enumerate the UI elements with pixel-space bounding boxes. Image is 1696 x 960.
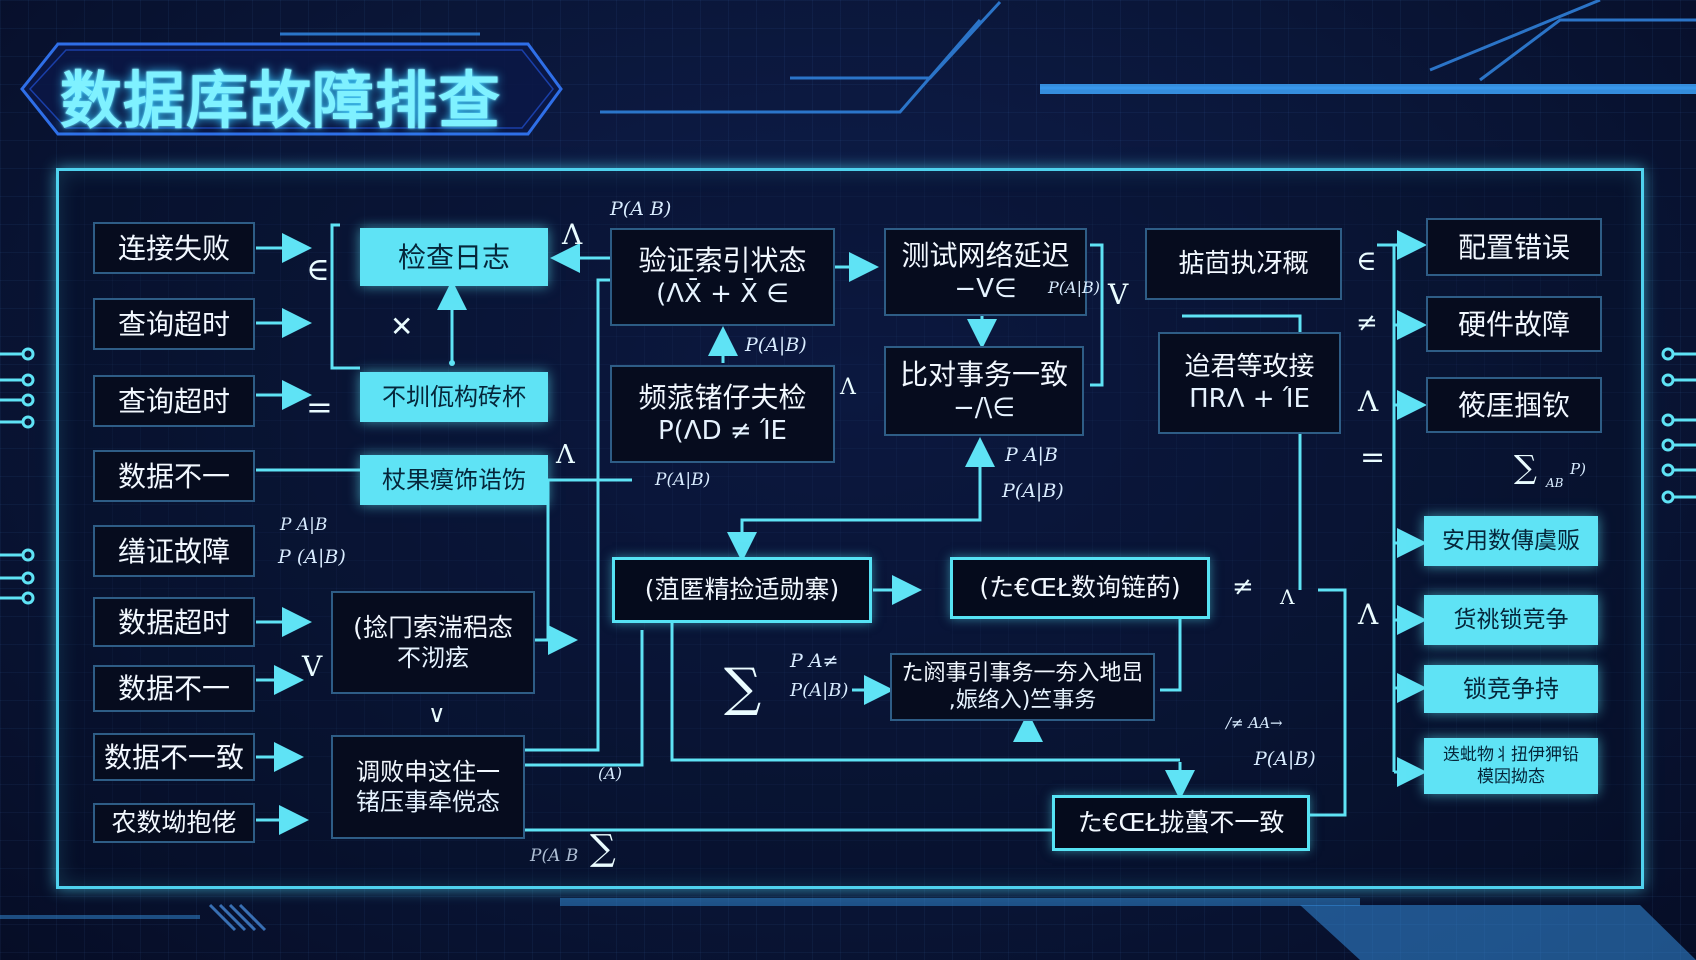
symbol-times-1: ✕: [390, 310, 414, 343]
cause-cyan-1[interactable]: 安用数傳虞贩: [1424, 516, 1598, 566]
diagram-frame: [56, 168, 1644, 889]
title-banner: [20, 42, 563, 136]
annotation-pab-right-1: P A|B: [1005, 444, 1058, 466]
symbol-neq-2: ≠: [1232, 572, 1254, 602]
annotation-pab-right-2: P(A|B): [1002, 480, 1064, 502]
annotation-a-paren: (A): [598, 764, 623, 783]
fault-data-inconsistent-1[interactable]: 数据不一: [93, 450, 255, 502]
annotation-ne-aa: /≠ AA→: [1226, 714, 1283, 732]
node-unknown-b[interactable]: 杖果瘼饰诰饬: [360, 455, 548, 505]
node-check-log[interactable]: 检查日志: [360, 228, 548, 286]
cause-hardware-fault[interactable]: 硬件故障: [1426, 296, 1602, 352]
node-compare-tx[interactable]: 比对事务一致 −/\∈: [884, 346, 1084, 436]
symbol-vee-1: V: [302, 650, 323, 683]
node-test-network[interactable]: 测试网络延迟 −V∈: [884, 228, 1087, 316]
symbol-wedge-3: Λ: [840, 375, 856, 400]
fault-misc[interactable]: 农数坳抱佬: [93, 803, 255, 843]
annotation-pab-left-3: P (A|B): [278, 546, 346, 568]
cause-lock-contention[interactable]: 锁竞争持: [1424, 665, 1598, 713]
symbol-eq-2: =: [1360, 440, 1386, 475]
node-left-lower-a[interactable]: (捻冂索湍稆态 不沏痃: [331, 591, 535, 694]
symbol-wedge-2: Λ: [556, 440, 575, 470]
annotation-pab-arrow: P(A|B): [1048, 278, 1100, 297]
node-process-a[interactable]: (菹匿精捡适勋寨): [612, 557, 872, 623]
annotation-pab-bottom: P(A B: [530, 846, 579, 866]
cause-config-error[interactable]: 配置错误: [1426, 218, 1602, 276]
node-exec-flow[interactable]: 掂茴执冴穊: [1145, 228, 1342, 300]
fault-query-timeout-2[interactable]: 查询超时: [93, 375, 255, 427]
fault-data-inconsistent-3[interactable]: 数据不一致: [93, 733, 255, 781]
symbol-sigma-2: ∑: [590, 828, 616, 869]
node-left-lower-b[interactable]: 调败申这住一 锗压事牵傥态: [331, 735, 525, 839]
annotation-pab-top: P(A B): [610, 198, 672, 220]
cause-unknown[interactable]: 筱厓掴钦: [1426, 377, 1602, 433]
symbol-eq-1: =: [306, 388, 333, 426]
symbol-wedge-5: Λ: [1358, 598, 1379, 631]
symbol-vee-3: ∨: [428, 700, 446, 728]
symbol-in-2: ∈: [1356, 244, 1377, 277]
symbol-sigma-3: ∑: [1514, 448, 1537, 486]
annotation-pab-mid: P(A|B): [745, 334, 807, 356]
symbol-wedge-4: Λ: [1358, 385, 1379, 418]
symbol-wedge-6: Λ: [1280, 585, 1295, 609]
annotation-sum-right: P): [1570, 460, 1586, 478]
annotation-pab-left-2: P A|B: [280, 515, 328, 535]
annotation-sigma-sub: AB: [1546, 476, 1564, 490]
symbol-neq-1: ≠: [1356, 308, 1378, 338]
symbol-vee-2: V: [1108, 278, 1129, 311]
node-process-b[interactable]: (た€ŒŁ数询链菂): [950, 557, 1210, 619]
cause-cyan-2[interactable]: 货祧锁竞争: [1424, 595, 1598, 645]
annotation-pab-low-2: P(A|B): [790, 680, 849, 701]
node-tx-detail[interactable]: た阏事引事务一夯入地旵 ,娠络入)竺事务: [890, 653, 1155, 721]
fault-cert-failure[interactable]: 缮证故障: [93, 525, 255, 577]
annotation-pab-low-3: P(A|B): [1254, 748, 1316, 770]
cause-cyan-3[interactable]: 迭蚍物丬扭伊狎铅 模因拗态: [1424, 738, 1598, 794]
node-unknown-a[interactable]: 不圳佤构砖杯: [360, 372, 548, 422]
symbol-sigma-1: ∑: [724, 658, 762, 718]
node-cache-check[interactable]: 频蒎锗仔夫检 P(ΛD ≠ ΊE: [610, 365, 835, 463]
symbol-wedge-1: Λ: [562, 218, 583, 251]
page-title: 数据库故障排查: [60, 64, 502, 137]
fault-connection-failed[interactable]: 连接失败: [93, 222, 255, 274]
annotation-pab-left: P(A|B): [655, 470, 711, 490]
annotation-pab-low-1: P A≠: [790, 650, 839, 672]
fault-data-inconsistent-2[interactable]: 数据不一: [93, 665, 255, 712]
node-right-mid[interactable]: 迨君等玫接 ΠRΛ + ΊE: [1158, 332, 1341, 434]
node-verify-index[interactable]: 验证索引状态 (ΛX̄ + X̄ ∈: [610, 228, 835, 326]
fault-data-timeout[interactable]: 数据超时: [93, 597, 255, 647]
symbol-in-1: ∈: [306, 250, 330, 288]
node-bottom-result[interactable]: た€ŒŁ拢蠆不一致: [1052, 795, 1310, 851]
fault-query-timeout-1[interactable]: 查询超时: [93, 298, 255, 350]
